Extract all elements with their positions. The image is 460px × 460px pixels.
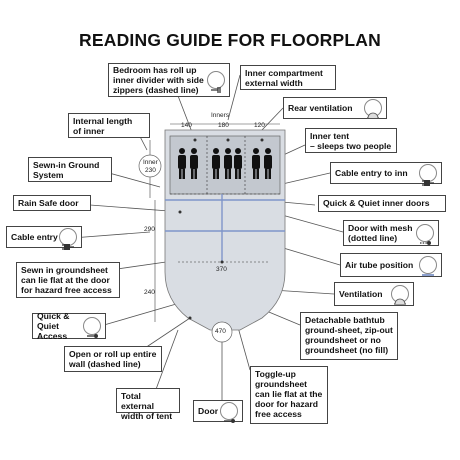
length-240: 240 [144,289,155,296]
width-370: 370 [216,266,227,273]
callout-toggle-up: Toggle-up groundsheet can lie flat at th… [250,366,328,424]
callout-total-width: Total external width of tent [116,388,180,421]
callout-door: Door [193,400,243,423]
plug-icon [59,228,77,250]
vent-icon [391,285,409,305]
width-180: 180 [218,122,229,129]
callout-rain-safe: Rain Safe door [13,195,91,211]
callout-internal-length: Internal length of inner [68,113,150,138]
mesh-door-icon [416,224,434,245]
callout-cable-entry: Cable entry [6,226,82,250]
callout-ventilation: Ventilation [334,282,414,306]
width-140: 140 [181,122,192,129]
callout-detachable: Detachable bathtub ground-sheet, zip-out… [300,312,398,360]
width-120: 120 [254,122,265,129]
page-title: READING GUIDE FOR FLOORPLAN [79,30,381,50]
callout-open-roll: Open or roll up entire wall (dashed line… [64,346,162,372]
callout-rear-ventilation: Rear ventilation [283,97,387,119]
air-tube-icon [419,256,437,276]
width-470: 470 [215,328,226,335]
sleeping-figures [178,148,272,179]
door-zip-icon [220,402,238,423]
callout-door-mesh: Door with mesh (dotted line) [343,220,439,246]
plug-icon [419,164,437,186]
callout-sewn-in-ground: Sewn-in Ground System [28,157,112,182]
callout-quick-quiet-access: Quick & Quiet Access [32,311,106,341]
length-230: 230 [145,167,156,174]
callout-sewn-groundsheet: Sewn in groundsheet can lie flat at the … [16,262,120,298]
zip-door-icon [83,317,101,338]
vent-icon [364,99,382,119]
callout-inner-compartment: Inner compartment external width [240,65,336,90]
callout-inner-tent: Inner tent – sleeps two people [305,128,397,153]
total-width-marker [211,321,233,343]
inner-label: Inner [143,159,158,166]
inners-label: Inners [211,112,230,119]
callout-quick-quiet-inner: Quick & Quiet inner doors [318,195,446,212]
divider-zip-icon [207,71,225,93]
callout-air-tube: Air tube position [340,253,442,277]
inner-length-marker [138,154,162,178]
length-290: 290 [144,226,155,233]
callout-cable-entry-inn: Cable entry to inn [330,162,442,186]
callout-bedroom: Bedroom has roll up inner divider with s… [108,63,230,97]
